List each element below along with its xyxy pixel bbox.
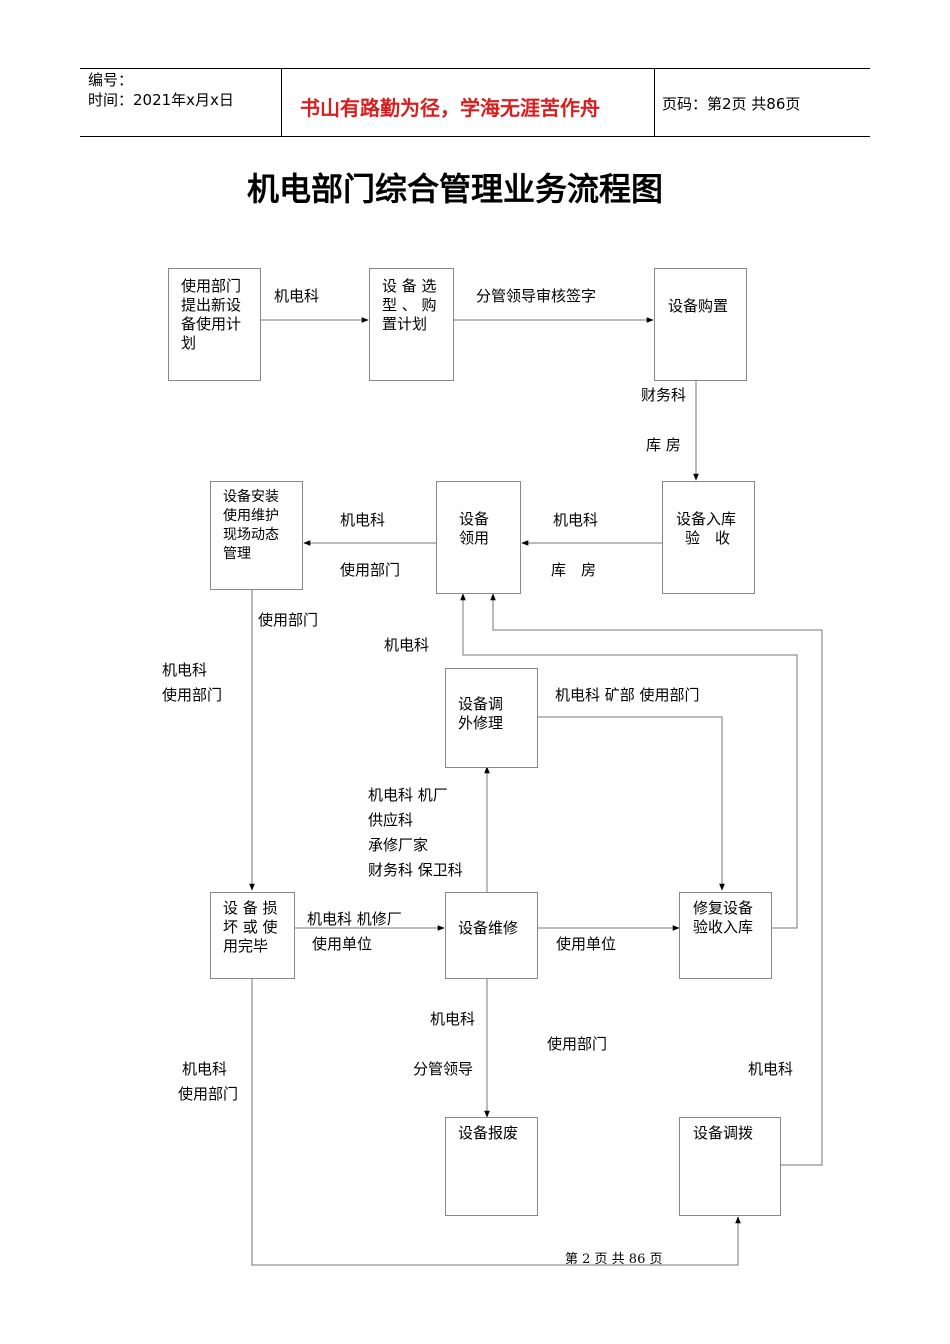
header-divider-left [281, 68, 282, 136]
box-transfer-line1: 设备调拨 [693, 1124, 754, 1142]
label-user-dept-4: 使用部门 [547, 1035, 608, 1053]
label-finance-security: 财务科 保卫科 [368, 861, 463, 879]
box-damage-line1: 设 备 损 [223, 899, 278, 917]
box-equipment-transfer: 设备调拨 [679, 1117, 781, 1216]
label-dept-mechanical-1: 机电科 [274, 287, 320, 305]
label-finance-dept: 财务科 [641, 386, 687, 404]
footer-page-number: 第 2 页 共 86 页 [565, 1252, 663, 1267]
label-user-unit-1: 使用单位 [312, 935, 373, 953]
arrow-external-to-accept [537, 716, 725, 891]
box-usage-plan-line3: 备使用计 [181, 315, 242, 333]
box-equipment-receive: 设备 领用 [436, 481, 521, 594]
box-usage-plan: 使用部门 提出新设 备使用计 划 [168, 268, 261, 381]
header-time: 时间：2021年x月x日 [88, 91, 234, 109]
box-external-repair: 设备调 外修理 [445, 668, 538, 768]
box-scrap-line1: 设备报废 [458, 1124, 519, 1142]
box-storage-acceptance: 设备入库 验 收 [662, 481, 755, 594]
label-warehouse-2: 库 房 [551, 561, 597, 579]
box-equipment-purchase: 设备购置 [654, 268, 747, 381]
box-external-line2: 外修理 [458, 714, 504, 732]
arrow-damage-to-transfer [251, 978, 741, 1266]
label-dept-mechanical-6: 机电科 [430, 1010, 476, 1028]
label-user-dept-1: 使用部门 [340, 561, 401, 579]
header-motto: 书山有路勤为径，学海无涯苦作舟 [300, 96, 600, 120]
label-dept-mechanical-3: 机电科 [340, 511, 386, 529]
label-user-dept-3: 使用部门 [162, 686, 223, 704]
box-damage-line2: 坏 或 使 [223, 918, 278, 936]
label-branch-leader: 分管领导 [413, 1060, 474, 1078]
box-selection-line1: 设 备 选 [382, 277, 437, 295]
arrow-transfer-to-receive [490, 593, 823, 1166]
label-leader-approval: 分管领导审核签字 [476, 287, 597, 305]
arrow-accept-to-receive [460, 593, 798, 929]
label-dept-mechanical-5: 机电科 [162, 661, 208, 679]
box-install-line4: 管理 [223, 546, 251, 562]
label-mech-factory: 机电科 机厂 [368, 786, 448, 804]
box-selection-line2: 型 、 购 [382, 296, 437, 314]
label-warehouse-1: 库 房 [646, 436, 681, 454]
label-dept-mechanical-4: 机电科 [384, 636, 430, 654]
box-install-line2: 使用维护 [223, 508, 279, 524]
box-install-maintain: 设备安装 使用维护 现场动态 管理 [210, 481, 303, 590]
box-damage-line3: 用完毕 [223, 937, 269, 955]
box-repair-acceptance: 修复设备 验收入库 [679, 892, 772, 979]
box-usage-plan-line2: 提出新设 [181, 296, 242, 314]
page-title: 机电部门综合管理业务流程图 [247, 170, 664, 208]
box-equipment-repair: 设备维修 [445, 892, 538, 979]
header-number: 编号： [88, 71, 134, 89]
label-dept-mechanical-2: 机电科 [553, 511, 599, 529]
label-repair-vendor: 承修厂家 [368, 836, 429, 854]
label-supply-dept: 供应科 [368, 811, 414, 829]
box-equipment-scrap: 设备报废 [445, 1117, 538, 1216]
label-dept-mechanical-8: 机电科 [182, 1060, 228, 1078]
box-damage-or-done: 设 备 损 坏 或 使 用完毕 [210, 892, 295, 979]
label-user-dept-2: 使用部门 [258, 611, 319, 629]
box-equipment-selection: 设 备 选 型 、 购 置计划 [369, 268, 454, 381]
header-divider-right [654, 68, 655, 136]
header-bottom-rule [80, 136, 870, 137]
header-page-info: 页码：第2页 共86页 [662, 95, 801, 113]
header-top-rule [80, 68, 870, 69]
box-external-line1: 设备调 [458, 695, 504, 713]
box-storage-line2: 验 收 [685, 529, 731, 547]
box-purchase-line1: 设备购置 [668, 297, 729, 315]
box-receive-line1: 设备 [459, 510, 490, 528]
box-usage-plan-line4: 划 [181, 334, 197, 352]
label-mech-mine-user: 机电科 矿部 使用部门 [555, 686, 700, 704]
label-user-unit-2: 使用单位 [556, 935, 617, 953]
label-dept-mechanical-7: 机电科 [748, 1060, 794, 1078]
box-accept-line2: 验收入库 [693, 918, 754, 936]
box-accept-line1: 修复设备 [693, 899, 754, 917]
box-install-line3: 现场动态 [223, 527, 279, 543]
box-usage-plan-line1: 使用部门 [181, 277, 242, 295]
label-mech-repair-shop: 机电科 机修厂 [307, 910, 402, 928]
box-selection-line3: 置计划 [382, 315, 428, 333]
box-install-line1: 设备安装 [223, 489, 279, 505]
box-receive-line2: 领用 [459, 529, 490, 547]
label-user-dept-5: 使用部门 [178, 1085, 239, 1103]
box-repair-line1: 设备维修 [458, 919, 519, 937]
box-storage-line1: 设备入库 [676, 510, 737, 528]
